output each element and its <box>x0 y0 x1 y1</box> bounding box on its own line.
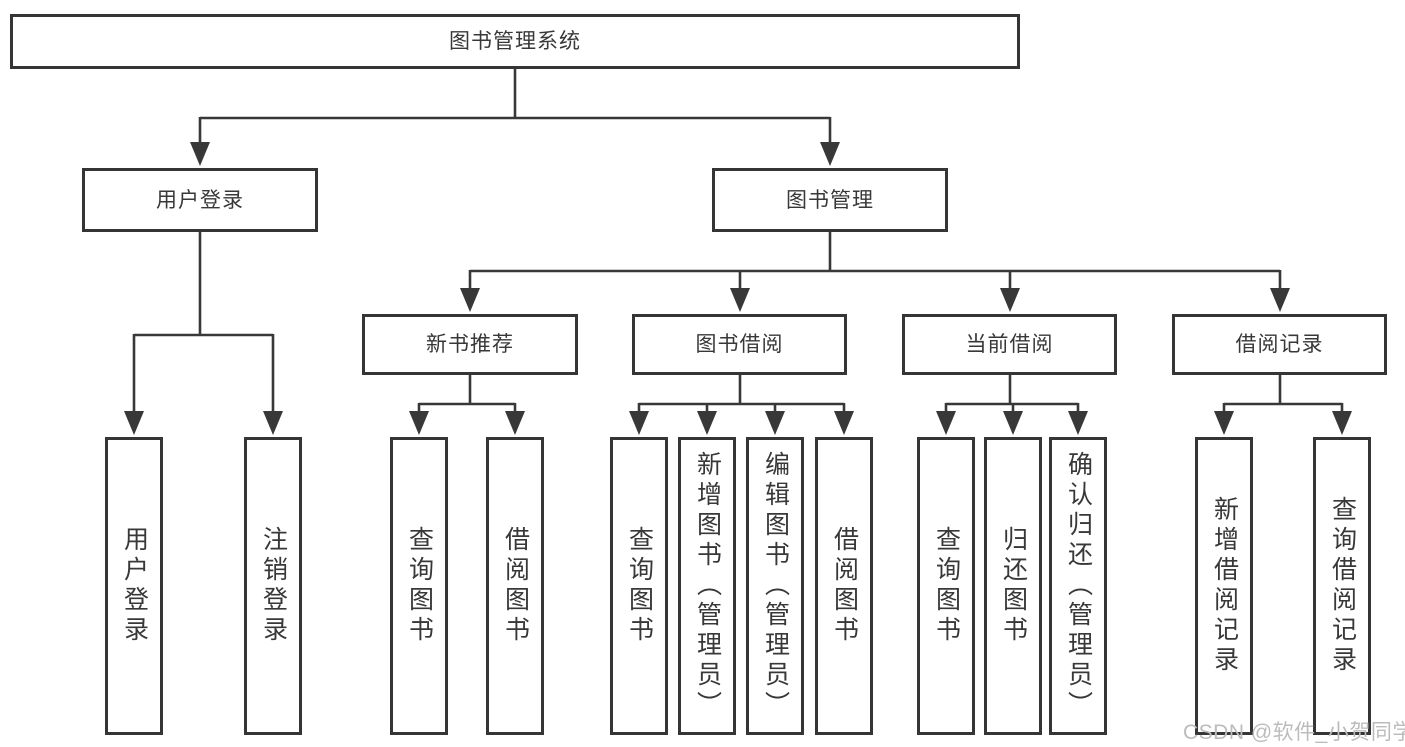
leaf-query-borrow-record-label: 查询借阅记录 <box>1328 496 1357 676</box>
leaf-query-borrow-record: 查询借阅记录 <box>1313 437 1371 735</box>
node-library-system-label: 图书管理系统 <box>449 30 581 53</box>
node-user-login-label: 用户登录 <box>156 188 244 212</box>
leaf-logout-label: 注销登录 <box>259 526 288 646</box>
node-book-borrow-label: 图书借阅 <box>695 333 784 356</box>
node-user-login: 用户登录 <box>82 168 318 232</box>
arrowhead-icons <box>124 142 1352 435</box>
node-library-system: 图书管理系统 <box>10 14 1020 69</box>
leaf-query-books-recommend-label: 查询图书 <box>405 526 434 646</box>
leaf-query-books-recommend: 查询图书 <box>390 437 448 735</box>
csdn-watermark: CSDN @软件_小贺同学 <box>1183 721 1405 744</box>
leaf-add-books-admin-label: 新增图书（管理员） <box>693 451 722 721</box>
node-borrow-record-label: 借阅记录 <box>1235 333 1324 356</box>
leaf-query-books-borrow-label: 查询图书 <box>625 526 654 646</box>
node-book-management: 图书管理 <box>712 168 948 232</box>
leaf-user-login: 用户登录 <box>105 437 163 735</box>
leaf-query-books-current: 查询图书 <box>917 437 975 735</box>
leaf-query-books-borrow: 查询图书 <box>610 437 668 735</box>
leaf-return-books-label: 归还图书 <box>999 526 1028 646</box>
leaf-edit-books-admin: 编辑图书（管理员） <box>746 437 804 735</box>
leaf-confirm-return-admin-label: 确认归还（管理员） <box>1064 451 1093 721</box>
leaf-confirm-return-admin: 确认归还（管理员） <box>1049 437 1107 735</box>
node-borrow-record: 借阅记录 <box>1172 314 1387 375</box>
leaf-borrow-books-label: 借阅图书 <box>830 526 859 646</box>
node-new-book-recommend-label: 新书推荐 <box>426 333 514 356</box>
leaf-add-books-admin: 新增图书（管理员） <box>678 437 736 735</box>
node-book-borrow: 图书借阅 <box>632 314 847 375</box>
leaf-edit-books-admin-label: 编辑图书（管理员） <box>761 451 790 721</box>
leaf-add-borrow-record: 新增借阅记录 <box>1195 437 1253 735</box>
node-new-book-recommend: 新书推荐 <box>362 314 578 375</box>
leaf-user-login-label: 用户登录 <box>120 526 149 646</box>
leaf-query-books-current-label: 查询图书 <box>932 526 961 646</box>
leaf-return-books: 归还图书 <box>984 437 1042 735</box>
node-book-management-label: 图书管理 <box>786 188 874 212</box>
leaf-borrow-books-recommend: 借阅图书 <box>486 437 544 735</box>
leaf-logout: 注销登录 <box>244 437 302 735</box>
leaf-add-borrow-record-label: 新增借阅记录 <box>1210 496 1239 676</box>
node-current-borrow: 当前借阅 <box>902 314 1117 375</box>
leaf-borrow-books-recommend-label: 借阅图书 <box>501 526 530 646</box>
node-current-borrow-label: 当前借阅 <box>965 333 1054 356</box>
leaf-borrow-books: 借阅图书 <box>815 437 873 735</box>
